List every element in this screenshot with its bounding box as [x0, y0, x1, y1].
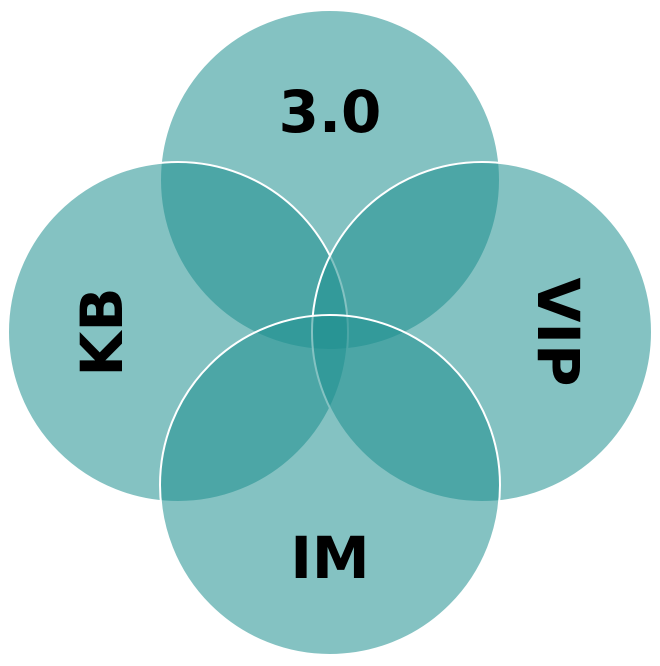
- label-top: 3.0: [279, 78, 382, 146]
- label-right: VIP: [524, 278, 592, 387]
- label-bottom: IM: [290, 524, 369, 592]
- circle-bottom: [159, 314, 501, 656]
- label-left: KB: [68, 287, 136, 376]
